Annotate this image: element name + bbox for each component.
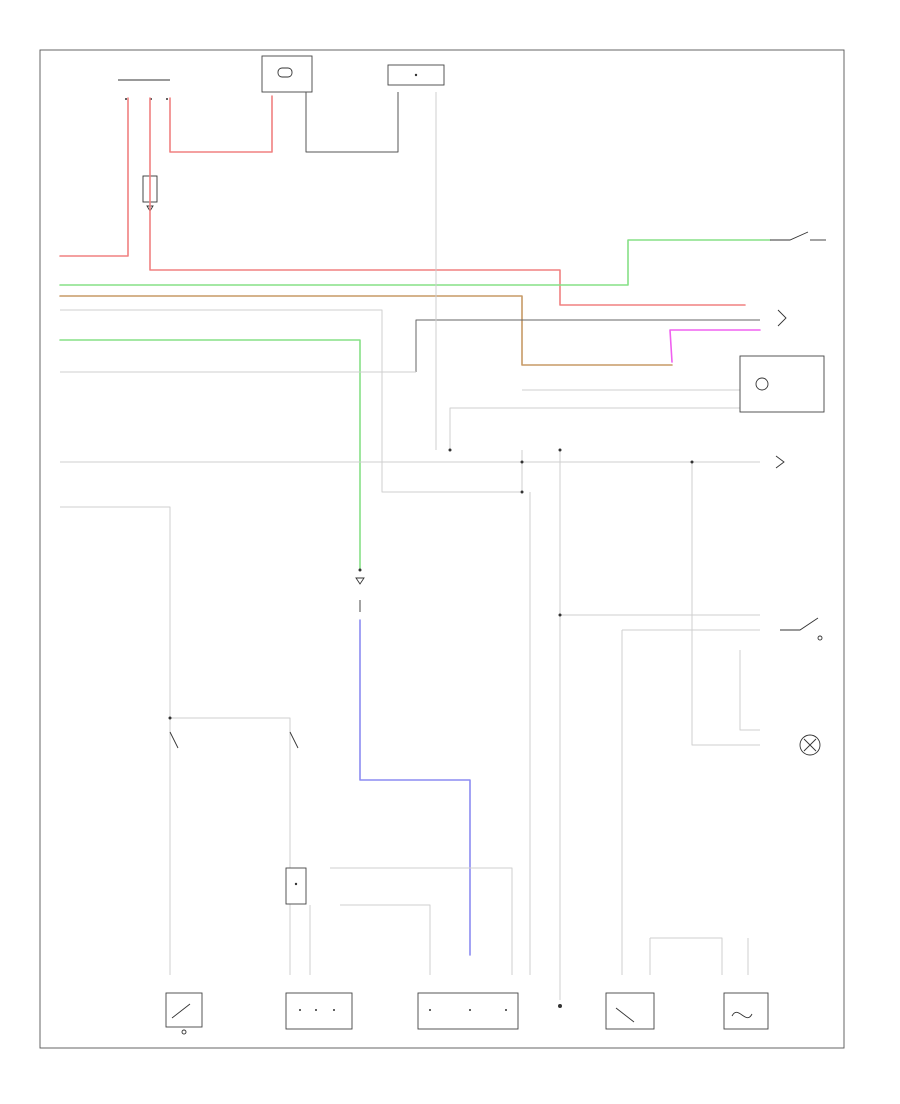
connector-arrow-icon <box>775 455 785 469</box>
splice-mid <box>355 577 365 612</box>
diode-icon <box>355 577 365 585</box>
wire-gray-8 <box>449 407 760 450</box>
module-box <box>285 867 307 905</box>
lamp-filament-icon <box>731 1011 753 1019</box>
gray-wire-group <box>60 92 760 1000</box>
relay-connector-right <box>777 309 787 327</box>
switch-icon <box>615 1007 635 1023</box>
splice-dot <box>558 448 562 452</box>
terminal-dot <box>299 1009 301 1011</box>
lamp-filament-icon <box>803 738 817 752</box>
wire-gray-17 <box>330 867 513 975</box>
switch-contact-icon <box>817 635 823 641</box>
indicator-box-right <box>739 355 825 413</box>
splice-dots <box>168 448 694 720</box>
relay-switch-icon <box>289 731 299 749</box>
ground-icon <box>181 1029 187 1035</box>
wire-gray-18 <box>340 904 431 975</box>
module-box <box>417 992 519 1030</box>
bottom-ground <box>558 1004 562 1008</box>
terminal-dot <box>505 1009 507 1011</box>
terminal-dot <box>315 1009 317 1011</box>
wire-red-3 <box>169 95 273 153</box>
wire-gray-16 <box>170 717 291 975</box>
lamp-right <box>799 734 821 756</box>
bottom-switch-right <box>605 992 655 1030</box>
switch-mid-right <box>780 617 823 641</box>
switch-box <box>165 992 203 1028</box>
terminal-dot <box>469 1009 471 1011</box>
wire-green-1 <box>59 239 771 286</box>
wire-red-2 <box>149 97 746 306</box>
terminal-dot <box>333 1009 335 1011</box>
bottom-module-1 <box>285 992 353 1030</box>
wire-dark-right <box>415 319 760 372</box>
wire-gray-15 <box>739 650 760 731</box>
ground-icon <box>558 1004 562 1008</box>
connector-arrow-icon <box>777 309 787 327</box>
fuse-block-left <box>261 55 313 93</box>
connector-mid-right <box>775 455 785 469</box>
switch-top-right <box>770 231 826 241</box>
splice-dot <box>448 448 452 452</box>
fuse-terminal-icon <box>414 73 418 77</box>
top-left-connector <box>118 79 170 100</box>
module-box <box>285 992 353 1030</box>
splice-dot <box>558 613 562 617</box>
bottom-lamp-right <box>723 992 769 1030</box>
relay-switch-icon <box>169 731 179 749</box>
fuse-block-top <box>261 55 445 93</box>
wire-gray-20 <box>650 937 723 975</box>
splice-dot <box>358 568 362 572</box>
wire-tan <box>59 295 673 366</box>
bottom-switch-left <box>165 992 203 1035</box>
wire-pink <box>669 329 761 363</box>
splice-dot <box>168 716 172 720</box>
switch-box <box>605 992 655 1030</box>
splice-dot <box>520 460 524 464</box>
switch-icon <box>171 1003 191 1019</box>
wire-red-1 <box>59 97 129 257</box>
splice-dot <box>520 490 524 494</box>
wire-gray-11 <box>691 462 760 746</box>
wire-green-2 <box>59 339 361 571</box>
terminal-dot <box>166 98 168 100</box>
lamp-icon <box>799 734 821 756</box>
module-mid-left <box>285 867 307 905</box>
diagram-frame <box>39 49 845 1049</box>
wire-dark-top <box>305 92 399 153</box>
splice-dot <box>690 460 694 464</box>
switch-icon <box>780 617 819 631</box>
terminal-dot <box>125 98 127 100</box>
relay-left <box>169 731 299 749</box>
fuse-icon <box>277 67 293 78</box>
module-terminal-icon <box>294 882 298 886</box>
wire-gray-5 <box>60 506 171 975</box>
lamp-icon <box>755 377 769 391</box>
bottom-module-2 <box>417 992 519 1030</box>
wire-gray-1 <box>60 309 520 493</box>
indicator-box <box>739 355 825 413</box>
terminal-dot <box>429 1009 431 1011</box>
switch-icon <box>770 231 809 241</box>
lamp-box <box>723 992 769 1030</box>
